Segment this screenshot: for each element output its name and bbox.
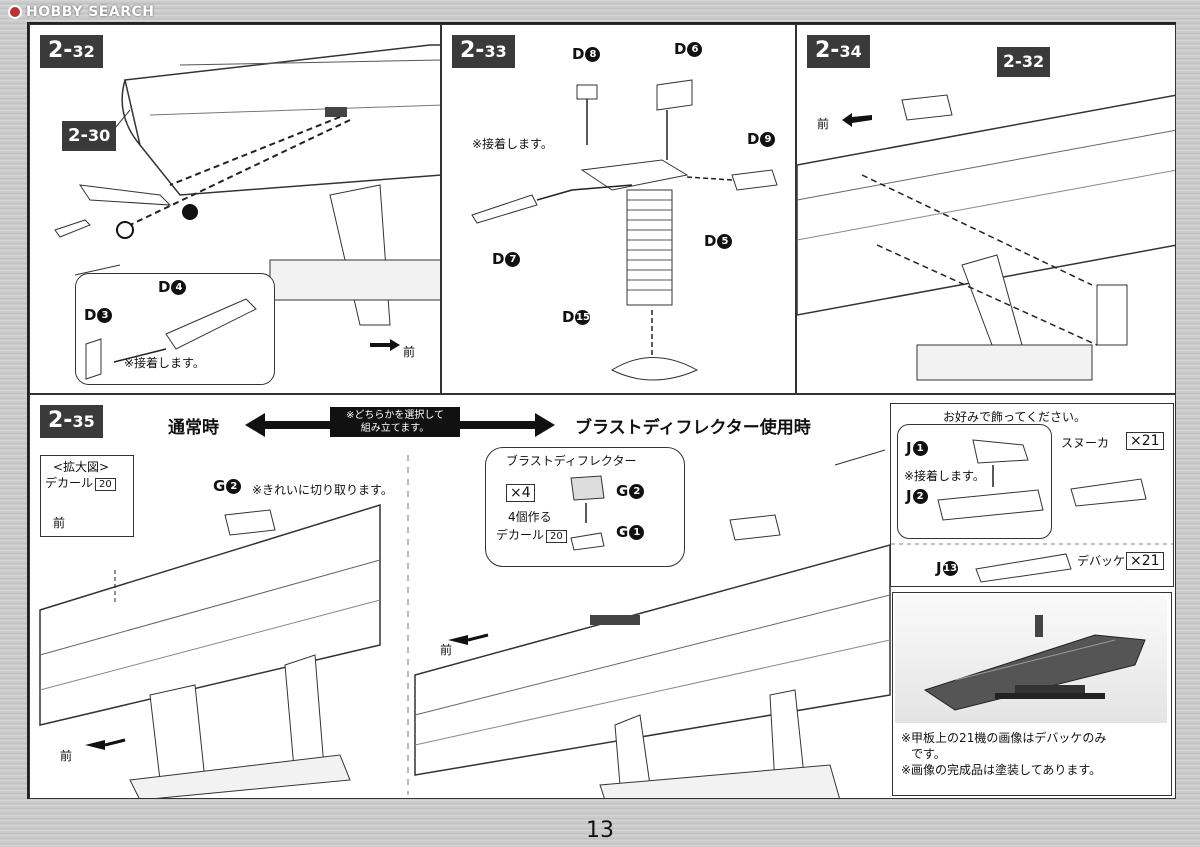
panel-2-34: 2-34 2-32 前 — [796, 24, 1176, 394]
choice-note: ※どちらかを選択して 組み立てます。 — [330, 407, 460, 437]
watermark: HOBBY SEARCH — [8, 4, 154, 20]
hobby-search-logo-icon — [8, 5, 22, 19]
debakke-label: デバッケ — [1077, 554, 1126, 568]
ship-deck-illustration — [797, 94, 1175, 381]
parts-d3-d4-illustration — [85, 298, 257, 380]
ship-bow-illustration — [54, 44, 440, 351]
make-four-note: 4個作る — [508, 510, 552, 524]
snuka-label: スヌーカ — [1061, 436, 1110, 450]
deflector-parts-icon — [570, 475, 605, 551]
quantity-box: ×4 — [506, 482, 535, 502]
step-number: 2-32 — [40, 35, 103, 68]
cut-note: ※きれいに切り取ります。 — [252, 483, 393, 497]
glue-note: ※接着します。 — [124, 356, 205, 370]
step-number: 2-35 — [40, 405, 103, 438]
finished-ship-photo-icon — [923, 615, 1146, 711]
optional-display-title: お好みで飾ってください。 — [943, 410, 1087, 424]
glue-note: ※接着します。 — [904, 469, 985, 483]
glue-note: ※接着します。 — [472, 137, 553, 151]
normal-option-title: 通常時 — [168, 418, 219, 438]
photo-note-3: ※画像の完成品は塗装してあります。 — [901, 763, 1102, 777]
snuka-and-debakke-icons — [891, 478, 1173, 583]
finished-model-photo — [895, 595, 1167, 723]
front-label-left: 前 — [60, 749, 73, 763]
subassembly-label: 2-30 — [62, 121, 117, 151]
photo-note-1: ※甲板上の21機の画像はデバッケのみ — [901, 731, 1107, 745]
front-label: 前 — [53, 516, 66, 530]
subassembly-label: 2-32 — [997, 47, 1051, 77]
enlarged-view-label: <拡大図> — [53, 460, 110, 474]
step-number: 2-34 — [807, 35, 870, 68]
debakke-quantity: ×21 — [1126, 550, 1164, 570]
ship-comparison-illustration — [39, 413, 891, 798]
deflector-tower-illustration — [471, 79, 778, 381]
fighter-parts-illustration — [937, 439, 1044, 521]
panel-2-35: 2-35 — [29, 394, 1176, 799]
snuka-quantity: ×21 — [1126, 430, 1164, 450]
photo-note-2: です。 — [911, 747, 946, 761]
step-number: 2-33 — [452, 35, 515, 68]
page-number: 13 — [586, 818, 614, 843]
front-label: 前 — [817, 117, 830, 131]
finished-model-box: ※甲板上の21機の画像はデバッケのみ です。 ※画像の完成品は塗装してあります。 — [892, 592, 1172, 796]
front-label: 前 — [403, 345, 416, 359]
deflector-option-title: ブラストディフレクター使用時 — [575, 418, 811, 438]
blast-deflector-title: ブラストディフレクター — [506, 454, 637, 468]
front-label-right: 前 — [440, 643, 453, 657]
